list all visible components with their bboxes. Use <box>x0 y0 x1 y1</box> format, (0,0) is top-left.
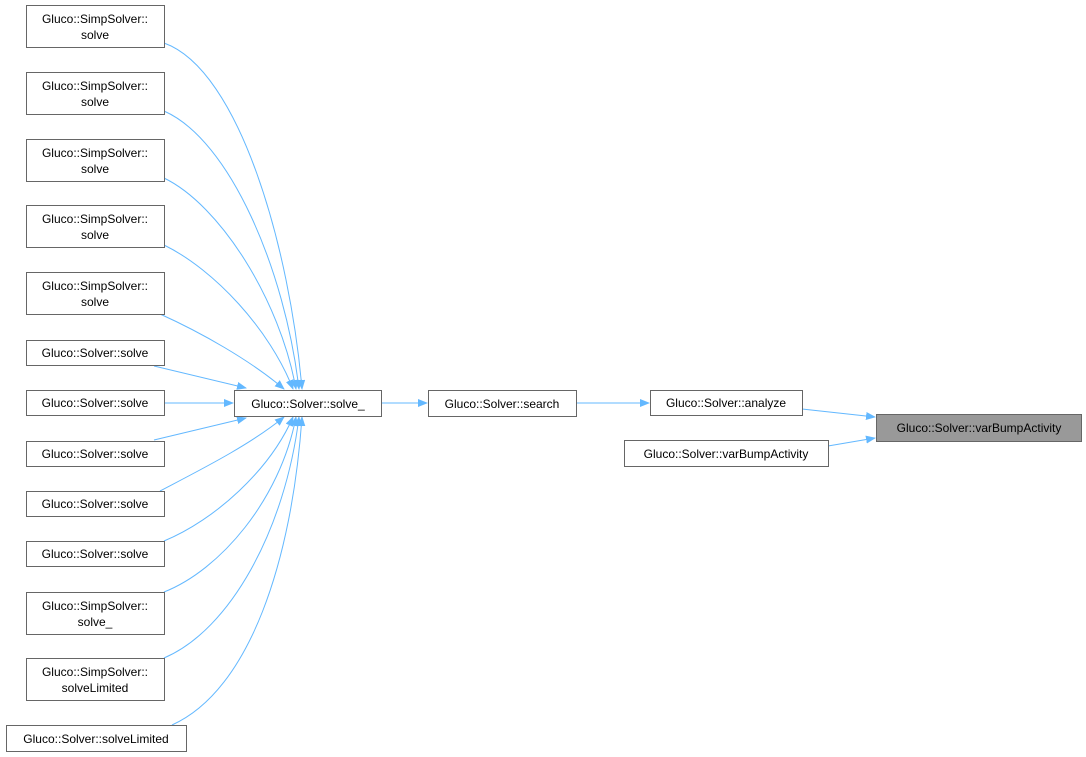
node-label: solveLimited <box>62 681 129 695</box>
node-solver-solve_[interactable]: Gluco::Solver::solve_ <box>234 390 382 417</box>
edge <box>827 435 876 447</box>
node-label: Gluco::SimpSolver:: <box>42 599 148 613</box>
node-label: Gluco::Solver::analyze <box>666 396 786 410</box>
edge <box>153 416 247 441</box>
node-simpsolver-solve[interactable]: Gluco::SimpSolver:: solve <box>26 139 165 182</box>
edge <box>163 110 302 390</box>
node-solver-solvelimited[interactable]: Gluco::Solver::solveLimited <box>6 725 187 752</box>
node-solver-solve[interactable]: Gluco::Solver::solve <box>26 441 165 467</box>
node-label: solve <box>81 162 109 176</box>
node-label: Gluco::Solver::solve <box>42 497 149 511</box>
node-simpsolver-solvelimited[interactable]: Gluco::SimpSolver:: solveLimited <box>26 658 165 701</box>
node-simpsolver-solve[interactable]: Gluco::SimpSolver:: solve <box>26 272 165 315</box>
node-simpsolver-solve[interactable]: Gluco::SimpSolver:: solve <box>26 205 165 248</box>
node-label: Gluco::Solver::solve_ <box>251 397 365 411</box>
node-label: Gluco::Solver::solve <box>42 396 149 410</box>
node-label: Gluco::Solver::varBumpActivity <box>897 421 1062 435</box>
node-simpsolver-solve[interactable]: Gluco::SimpSolver:: solve <box>26 5 165 48</box>
edges <box>153 42 876 726</box>
edge <box>163 244 294 390</box>
edge <box>163 416 299 593</box>
edge <box>153 365 247 390</box>
node-solver-varbumpactivity-caller[interactable]: Gluco::Solver::varBumpActivity <box>624 440 829 467</box>
node-label: solve <box>81 228 109 242</box>
node-label: Gluco::SimpSolver:: <box>42 665 148 679</box>
node-label: solve_ <box>78 615 113 629</box>
node-solver-solve[interactable]: Gluco::Solver::solve <box>26 340 165 366</box>
node-solver-varbumpactivity-focus: Gluco::Solver::varBumpActivity <box>876 414 1082 442</box>
node-solver-search[interactable]: Gluco::Solver::search <box>428 390 577 417</box>
edge <box>163 177 299 390</box>
node-label: Gluco::SimpSolver:: <box>42 79 148 93</box>
node-solver-solve[interactable]: Gluco::Solver::solve <box>26 390 165 416</box>
node-label: Gluco::Solver::solve <box>42 447 149 461</box>
node-label: Gluco::SimpSolver:: <box>42 146 148 160</box>
edge <box>163 416 294 542</box>
node-solver-solve[interactable]: Gluco::Solver::solve <box>26 541 165 567</box>
edge <box>171 416 306 726</box>
node-label: Gluco::Solver::search <box>445 397 560 411</box>
edge <box>163 42 306 390</box>
node-label: solve <box>81 295 109 309</box>
node-simpsolver-solve_[interactable]: Gluco::SimpSolver:: solve_ <box>26 592 165 635</box>
node-label: Gluco::Solver::solveLimited <box>23 732 168 746</box>
node-label: Gluco::SimpSolver:: <box>42 279 148 293</box>
node-label: Gluco::SimpSolver:: <box>42 212 148 226</box>
edge <box>159 313 285 390</box>
node-label: Gluco::Solver::solve <box>42 346 149 360</box>
node-label: solve <box>81 28 109 42</box>
edge <box>163 416 302 659</box>
node-label: solve <box>81 95 109 109</box>
edge <box>159 416 285 492</box>
node-label: Gluco::SimpSolver:: <box>42 12 148 26</box>
node-solver-analyze[interactable]: Gluco::Solver::analyze <box>650 390 803 416</box>
node-label: Gluco::Solver::solve <box>42 547 149 561</box>
edge <box>801 408 876 420</box>
node-label: Gluco::Solver::varBumpActivity <box>644 447 809 461</box>
node-solver-solve[interactable]: Gluco::Solver::solve <box>26 491 165 517</box>
node-simpsolver-solve[interactable]: Gluco::SimpSolver:: solve <box>26 72 165 115</box>
